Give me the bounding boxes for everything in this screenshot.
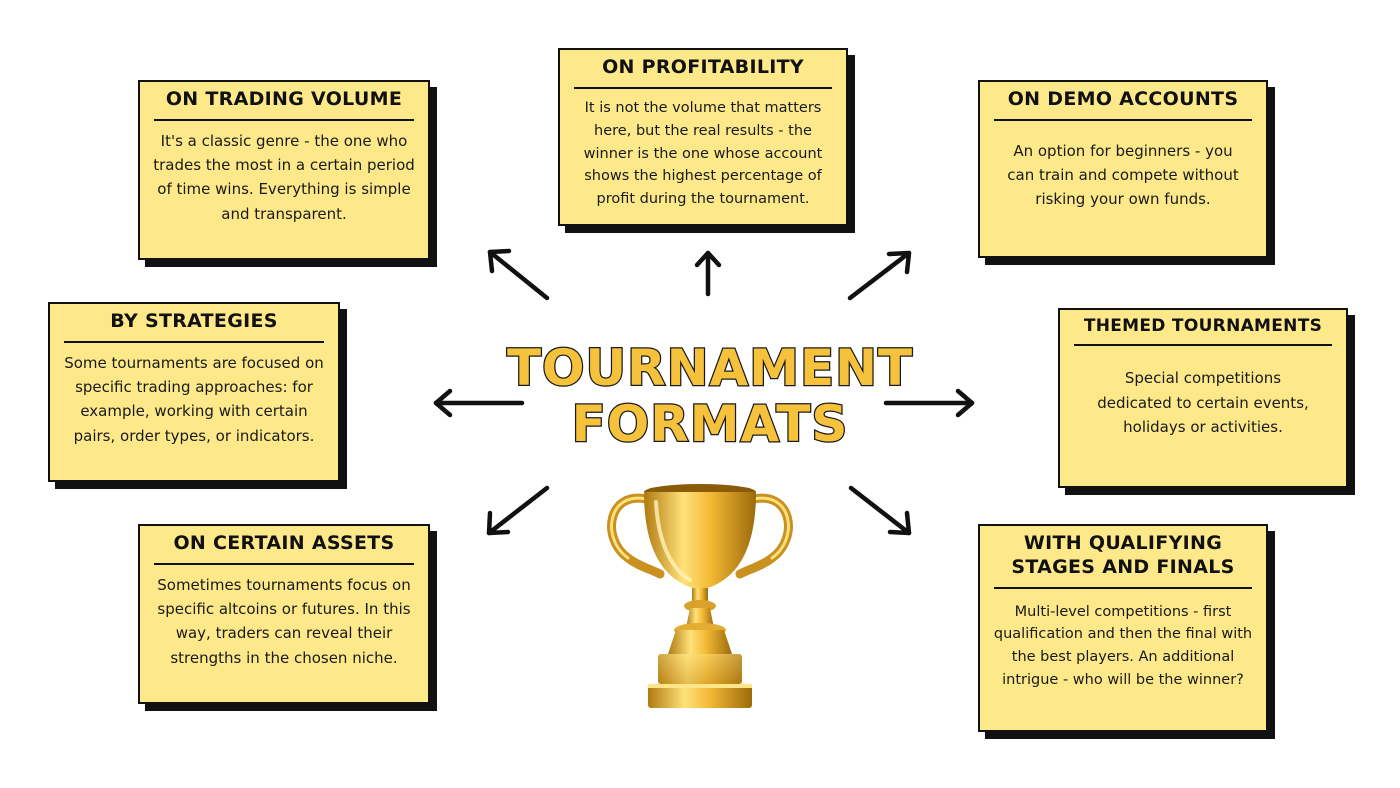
diagram-title: TOURNAMENT FORMATS (460, 339, 960, 454)
arrow-icon-left (433, 388, 525, 418)
arrow-icon-down-left (486, 485, 550, 536)
card-body: Some tournaments are focused on specific… (64, 353, 324, 445)
card-heading: ON CERTAIN ASSETS (173, 532, 395, 554)
title-line-1: TOURNAMENT (506, 339, 914, 398)
card-body: Special competitions dedicated to certai… (1097, 369, 1309, 436)
card-heading: WITH QUALIFYING STAGES AND FINALS (1011, 532, 1235, 578)
arrow-icon-up (694, 250, 722, 297)
heading-divider (994, 118, 1252, 121)
card-heading: BY STRATEGIES (110, 310, 278, 332)
card-themed-tournaments: THEMED TOURNAMENTS Special competitions … (1058, 308, 1348, 488)
heading-divider (154, 562, 414, 565)
card-heading: ON DEMO ACCOUNTS (1007, 88, 1239, 110)
heading-divider (1074, 344, 1332, 347)
card-demo-accounts: ON DEMO ACCOUNTS An option for beginners… (978, 80, 1268, 258)
card-profitability: ON PROFITABILITY It is not the volume th… (558, 48, 848, 226)
card-body: Multi-level competitions - first qualifi… (993, 603, 1253, 689)
card-heading: ON TRADING VOLUME (165, 88, 403, 110)
card-heading: ON PROFITABILITY (602, 56, 804, 78)
card-body: It is not the volume that matters here, … (583, 99, 823, 208)
arrow-icon-up-right (847, 250, 912, 301)
card-certain-assets: ON CERTAIN ASSETS Sometimes tournaments … (138, 524, 430, 704)
arrow-icon-right (883, 388, 975, 418)
heading-divider (154, 118, 414, 121)
title-line-2: FORMATS (570, 395, 849, 454)
heading-divider (994, 586, 1252, 589)
trophy-icon (607, 484, 793, 708)
arrow-icon-up-left (487, 248, 550, 301)
card-body: Sometimes tournaments focus on specific … (157, 575, 411, 667)
arrow-icon-down-right (848, 485, 912, 536)
card-body: It's a classic genre - the one who trade… (153, 131, 415, 223)
card-heading: THEMED TOURNAMENTS (1083, 316, 1323, 336)
card-trading-volume: ON TRADING VOLUME It's a classic genre -… (138, 80, 430, 260)
heading-divider (64, 340, 324, 343)
card-body: An option for beginners - you can train … (1007, 141, 1239, 209)
card-strategies: BY STRATEGIES Some tournaments are focus… (48, 302, 340, 482)
card-qualifying-stages: WITH QUALIFYING STAGES AND FINALS Multi-… (978, 524, 1268, 732)
heading-divider (574, 86, 832, 89)
